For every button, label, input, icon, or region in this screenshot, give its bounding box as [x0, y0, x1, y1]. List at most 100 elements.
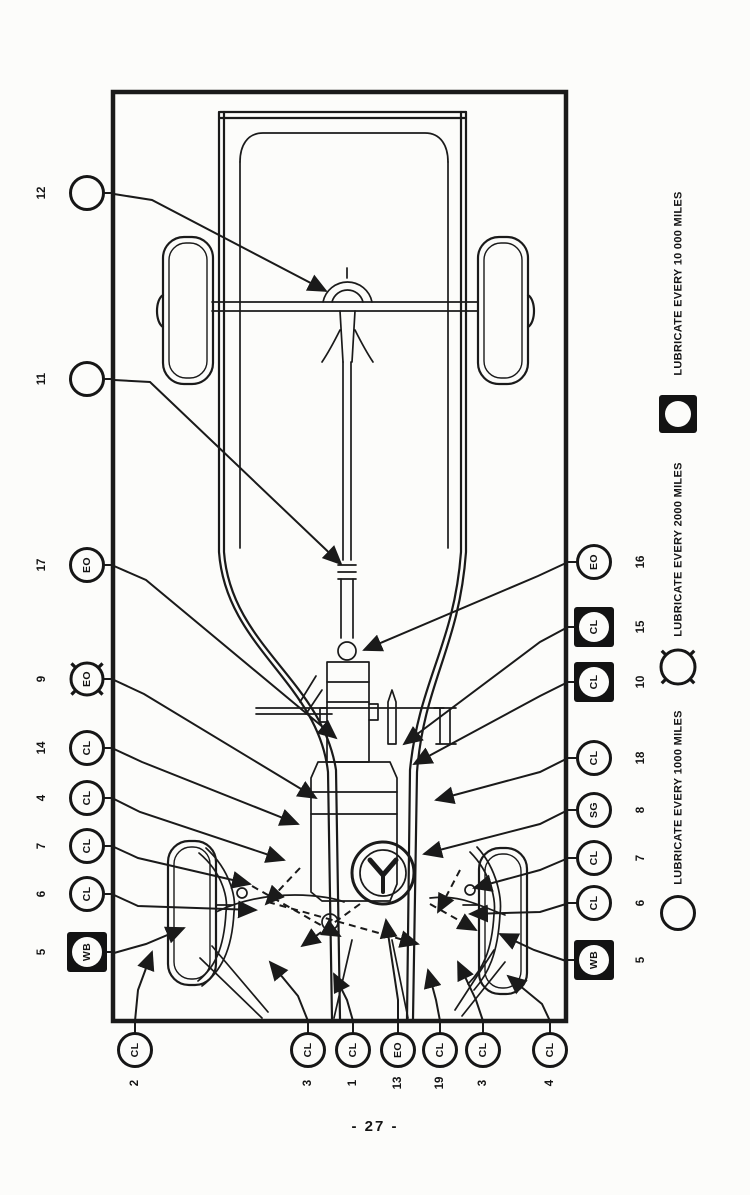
- circle-symbol: [69, 361, 105, 397]
- callout-bottom-19: CL 19: [418, 1028, 462, 1089]
- callout-number: 4: [36, 794, 48, 802]
- callout-number: 18: [635, 751, 647, 765]
- legend-label-10000-miles: LUBRICATE EVERY 10 000 MILES: [672, 191, 685, 376]
- circle-symbol: [532, 1032, 568, 1068]
- symbol-inner-circle: [72, 937, 102, 967]
- circle-symbol: [69, 828, 105, 864]
- legend-symbol-10000-miles: [659, 395, 697, 433]
- ticked-circle-symbol: [659, 648, 697, 686]
- callout-left-11: 11: [36, 357, 109, 401]
- square-10000-mile-symbol: [67, 932, 107, 972]
- circle-symbol: [69, 876, 105, 912]
- symbol-inner-circle: [665, 401, 691, 427]
- legend-label-2000-miles: LUBRICATE EVERY 2000 MILES: [672, 462, 685, 637]
- callout-number: 9: [36, 675, 48, 683]
- callout-code: CL: [588, 850, 600, 866]
- callout-code: CL: [81, 740, 93, 756]
- callout-bottom-2: CL 2: [113, 1028, 157, 1086]
- callout-number: 2: [129, 1079, 141, 1087]
- square-10000-mile-symbol: [574, 662, 614, 702]
- legend-label-1000-miles: LUBRICATE EVERY 1000 MILES: [672, 710, 685, 885]
- callout-code: EO: [81, 671, 93, 687]
- callout-number: 6: [36, 890, 48, 898]
- callout-code: CL: [81, 886, 93, 902]
- callout-left-5: WB 5: [36, 930, 109, 974]
- callout-number: 8: [635, 806, 647, 814]
- circle-symbol: [576, 544, 612, 580]
- callout-right-8: SG 8: [572, 788, 647, 832]
- circle-symbol: [576, 840, 612, 876]
- callout-code: CL: [477, 1042, 489, 1058]
- callout-code: [65, 357, 109, 401]
- circle-symbol: [117, 1032, 153, 1068]
- callout-number: 17: [36, 558, 48, 572]
- callout-left-9: EO 9: [36, 657, 109, 701]
- callout-number: 10: [635, 675, 647, 689]
- callout-code: WB: [588, 950, 600, 970]
- callout-code: CL: [588, 619, 600, 635]
- callout-bottom-3: CL 3: [461, 1028, 505, 1086]
- circle-symbol: [69, 547, 105, 583]
- callout-number: 11: [36, 372, 48, 386]
- page-number: - 27 -: [351, 1118, 399, 1135]
- circle-symbol: [69, 730, 105, 766]
- callout-number: 4: [544, 1079, 556, 1087]
- callout-code: CL: [588, 674, 600, 690]
- callout-number: 7: [36, 842, 48, 850]
- ticked-circle-symbol: [69, 661, 105, 697]
- driveshaft: [338, 362, 356, 660]
- diagram-border: [113, 92, 566, 1021]
- rear-axle: [212, 268, 478, 362]
- body-outline: [240, 133, 448, 548]
- callout-right-10: CL 10: [572, 660, 647, 704]
- callout-number: 16: [635, 555, 647, 569]
- callout-code: EO: [392, 1042, 404, 1058]
- callout-number: 13: [392, 1076, 404, 1090]
- callout-number: 5: [635, 956, 647, 964]
- square-10000-mile-symbol: [574, 607, 614, 647]
- callout-code: SG: [588, 802, 600, 818]
- callout-number: 3: [477, 1079, 489, 1087]
- callout-left-14: CL 14: [36, 726, 109, 770]
- callout-code: CL: [347, 1042, 359, 1058]
- callout-code: EO: [588, 554, 600, 570]
- callout-number: 14: [36, 741, 48, 755]
- callout-code: CL: [81, 790, 93, 806]
- callout-left-12: 12: [36, 171, 109, 215]
- callout-left-7: CL 7: [36, 824, 109, 868]
- callout-code: CL: [302, 1042, 314, 1058]
- callout-left-4: CL 4: [36, 776, 109, 820]
- circle-symbol: [290, 1032, 326, 1068]
- callout-number: 12: [36, 186, 48, 200]
- callout-number: 15: [635, 620, 647, 634]
- callout-code: [65, 171, 109, 215]
- symbol-inner-circle: [579, 945, 609, 975]
- callout-code: CL: [544, 1042, 556, 1058]
- square-10000-mile-symbol: [574, 940, 614, 980]
- callout-right-15: CL 15: [572, 605, 647, 649]
- callout-code: CL: [434, 1042, 446, 1058]
- circle-symbol: [380, 1032, 416, 1068]
- callout-number: 5: [36, 948, 48, 956]
- callout-bottom-1: CL 1: [331, 1028, 375, 1086]
- wheels: [157, 237, 534, 994]
- callout-left-6: CL 6: [36, 872, 109, 916]
- callout-right-5: WB 5: [572, 938, 647, 982]
- symbol-inner-circle: [579, 667, 609, 697]
- callout-code: CL: [81, 838, 93, 854]
- callout-number: 19: [434, 1076, 446, 1090]
- callout-code: EO: [81, 557, 93, 573]
- callout-code: WB: [81, 942, 93, 962]
- circle-symbol: [576, 792, 612, 828]
- callout-code: CL: [129, 1042, 141, 1058]
- legend-symbol-1000-miles: [660, 895, 696, 931]
- circle-symbol: [69, 175, 105, 211]
- callout-number: 1: [347, 1079, 359, 1087]
- circle-symbol: [465, 1032, 501, 1068]
